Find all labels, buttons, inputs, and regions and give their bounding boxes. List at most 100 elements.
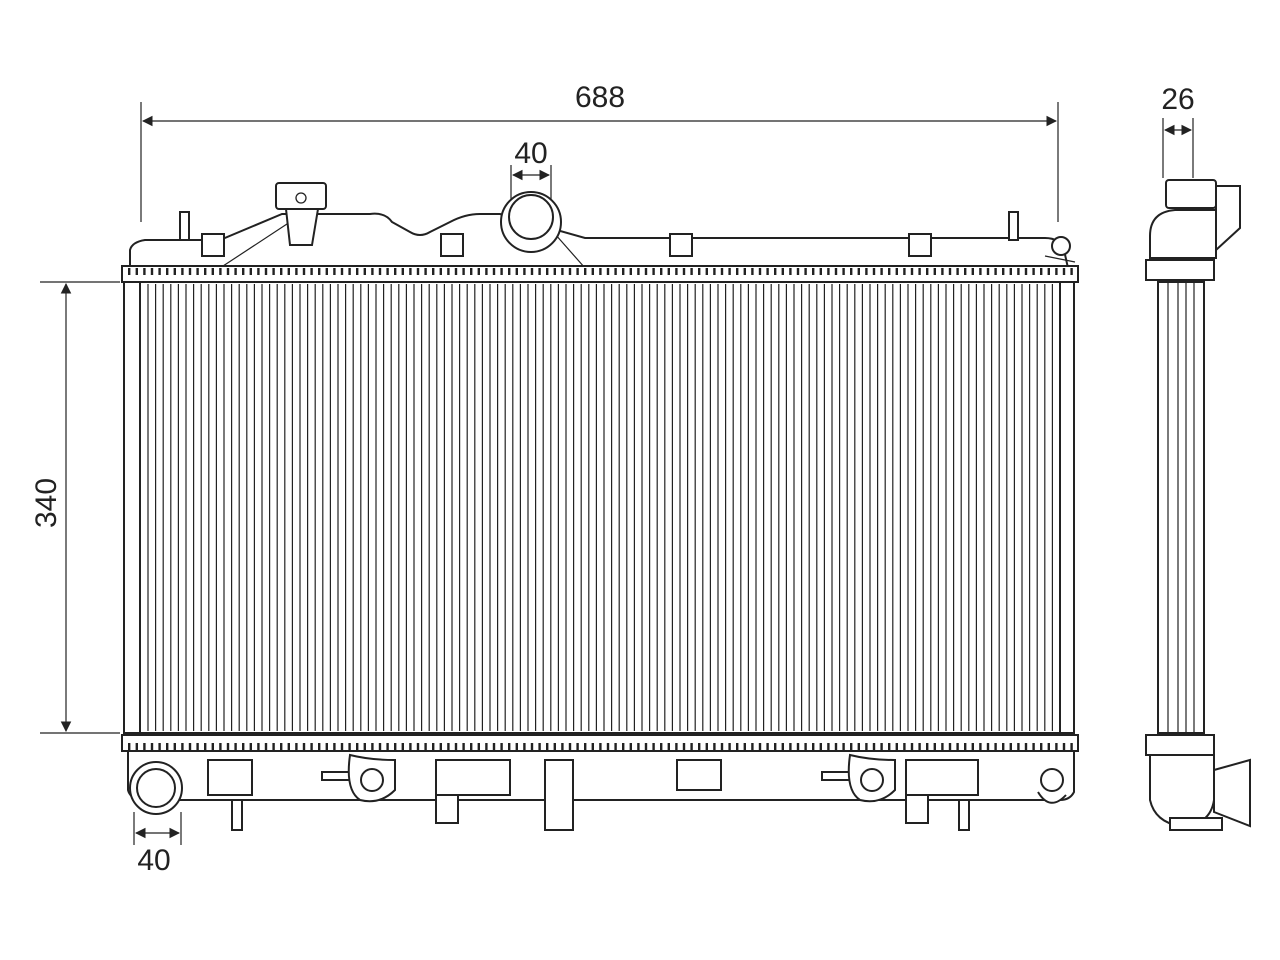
top-clip-4 xyxy=(908,233,932,257)
header-tooth xyxy=(766,268,769,275)
side-bottom-tank xyxy=(1149,754,1215,828)
header-tooth xyxy=(698,268,701,275)
header-tooth xyxy=(158,268,161,275)
header-tooth xyxy=(150,743,154,750)
header-tooth xyxy=(242,268,245,275)
header-tooth xyxy=(994,743,997,750)
header-tooth xyxy=(743,268,746,275)
header-tooth xyxy=(561,743,564,750)
header-tooth xyxy=(477,743,480,750)
header-tooth xyxy=(888,268,891,275)
header-tooth xyxy=(378,268,382,275)
header-tooth xyxy=(804,268,807,275)
header-tooth xyxy=(264,743,268,750)
header-tooth xyxy=(454,743,458,750)
drain-plug xyxy=(1040,768,1064,792)
header-tooth xyxy=(690,268,693,275)
header-tooth xyxy=(584,268,587,275)
side-drain-tab xyxy=(1169,817,1223,831)
header-tooth xyxy=(272,268,275,275)
header-tooth xyxy=(492,743,496,750)
header-tooth xyxy=(561,268,564,275)
header-tooth xyxy=(181,743,184,750)
header-tooth xyxy=(895,268,898,275)
header-tooth xyxy=(530,743,534,750)
header-tooth xyxy=(356,743,359,750)
header-tooth xyxy=(1009,268,1012,275)
header-tooth xyxy=(249,743,252,750)
header-tooth xyxy=(508,743,511,750)
header-tooth xyxy=(158,743,161,750)
header-tooth xyxy=(796,268,800,275)
header-tooth xyxy=(774,743,777,750)
top-tank-body xyxy=(129,212,1070,269)
top-right-mount-pin xyxy=(1008,211,1019,241)
header-tooth xyxy=(500,743,503,750)
side-hose-neck-top xyxy=(1215,185,1241,253)
header-tooth xyxy=(728,743,731,750)
header-tooth xyxy=(1032,743,1035,750)
top-header-teeth xyxy=(128,268,1073,275)
header-tooth xyxy=(994,268,997,275)
header-tooth xyxy=(546,268,549,275)
header-tooth xyxy=(386,268,389,275)
header-tooth xyxy=(181,268,184,275)
header-tooth xyxy=(219,268,222,275)
header-tooth xyxy=(485,268,488,275)
header-tooth xyxy=(713,268,716,275)
top-tank-rib xyxy=(219,221,291,269)
core-tubes xyxy=(147,284,1054,731)
header-tooth xyxy=(204,268,207,275)
header-tooth xyxy=(386,743,389,750)
header-tooth xyxy=(173,743,176,750)
top-left-mount-pin xyxy=(179,211,190,241)
header-tooth xyxy=(492,268,496,275)
core-height-label: 340 xyxy=(30,478,63,528)
header-tooth xyxy=(363,743,366,750)
side-bottom-header xyxy=(1145,734,1215,756)
header-tooth xyxy=(758,743,762,750)
overall-width-dimension: 688 xyxy=(140,81,1059,222)
header-tooth xyxy=(143,743,146,750)
header-tooth xyxy=(356,268,359,275)
header-tooth xyxy=(439,268,442,275)
header-tooth xyxy=(690,743,693,750)
header-tooth xyxy=(736,743,739,750)
header-tooth xyxy=(1017,743,1020,750)
header-tooth xyxy=(895,743,898,750)
top-neck-label: 40 xyxy=(514,137,547,170)
header-tooth xyxy=(196,268,199,275)
header-tooth xyxy=(599,743,602,750)
header-tooth xyxy=(857,743,860,750)
side-top-header xyxy=(1145,259,1215,281)
header-tooth xyxy=(310,268,313,275)
header-tooth xyxy=(508,268,511,275)
top-clip-3 xyxy=(669,233,693,257)
header-tooth xyxy=(287,268,290,275)
header-tooth xyxy=(143,268,146,275)
header-tooth xyxy=(1040,743,1043,750)
header-tooth xyxy=(736,268,739,275)
header-tooth xyxy=(644,743,648,750)
bleed-port-line xyxy=(1044,255,1076,263)
header-tooth xyxy=(698,743,701,750)
header-tooth xyxy=(447,268,450,275)
header-tooth xyxy=(956,268,959,275)
bottom-bracket-3 xyxy=(676,759,722,791)
header-tooth xyxy=(812,268,815,275)
header-tooth xyxy=(234,268,237,275)
header-tooth xyxy=(280,743,283,750)
header-tooth xyxy=(576,268,579,275)
header-tooth xyxy=(325,743,328,750)
header-tooth xyxy=(340,268,344,275)
bottom-tab-2 xyxy=(435,794,459,824)
header-tooth xyxy=(371,743,374,750)
header-tooth xyxy=(812,743,815,750)
header-tooth xyxy=(1017,268,1020,275)
header-tooth xyxy=(128,743,131,750)
header-tooth xyxy=(226,743,230,750)
header-tooth xyxy=(682,743,686,750)
header-tooth xyxy=(1062,268,1066,275)
header-tooth xyxy=(568,268,572,275)
header-tooth xyxy=(629,268,632,275)
